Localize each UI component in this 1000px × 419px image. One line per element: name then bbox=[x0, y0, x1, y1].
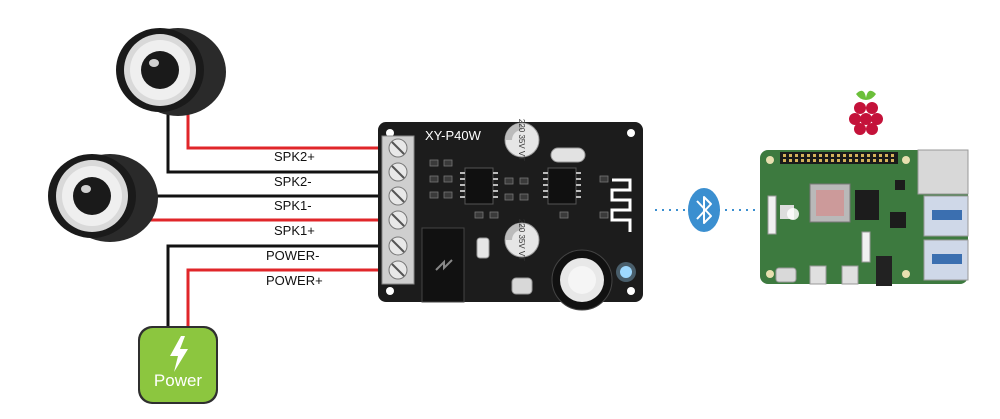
capacitor-bottom: 220 35V VT bbox=[504, 219, 540, 261]
usb-ethernet-ports bbox=[917, 149, 969, 281]
chips bbox=[429, 159, 609, 219]
bluetooth-link bbox=[655, 188, 760, 232]
antenna-trace bbox=[610, 178, 632, 232]
raspberry-logo bbox=[849, 90, 883, 135]
power-supply: Power bbox=[138, 326, 218, 404]
board-logo bbox=[787, 208, 799, 220]
power-label: Power bbox=[154, 371, 203, 390]
amplifier-board: XY-P40W 22 bbox=[378, 119, 643, 311]
speaker-1 bbox=[48, 154, 158, 242]
wire-power-plus bbox=[186, 268, 390, 330]
volume-knob bbox=[551, 249, 613, 311]
capacitor-top-label: 220 35V VT bbox=[517, 119, 526, 161]
speaker-2 bbox=[116, 28, 226, 116]
label-spk1-plus: SPK1+ bbox=[274, 223, 315, 238]
bluetooth-icon bbox=[696, 196, 712, 224]
wire-spk2-plus bbox=[186, 110, 390, 150]
wire-spk2-minus bbox=[166, 110, 390, 174]
raspberry-pi-board bbox=[760, 149, 969, 286]
wires bbox=[110, 110, 390, 330]
wire-power-minus bbox=[166, 244, 390, 330]
status-led bbox=[620, 266, 632, 278]
label-power-plus: POWER+ bbox=[266, 273, 323, 288]
label-spk2-minus: SPK2- bbox=[274, 174, 312, 189]
crystal bbox=[550, 147, 586, 163]
label-spk2-plus: SPK2+ bbox=[274, 149, 315, 164]
wire-labels: SPK2+ SPK2- SPK1- SPK1+ POWER- POWER+ bbox=[266, 149, 323, 288]
lightning-icon bbox=[170, 336, 188, 372]
label-power-minus: POWER- bbox=[266, 248, 319, 263]
capacitor-top: 220 35V VT bbox=[504, 119, 540, 161]
label-spk1-minus: SPK1- bbox=[274, 198, 312, 213]
board-model: XY-P40W bbox=[425, 128, 482, 143]
terminal-block bbox=[381, 135, 415, 285]
capacitor-bottom-label: 220 35V VT bbox=[517, 219, 526, 261]
